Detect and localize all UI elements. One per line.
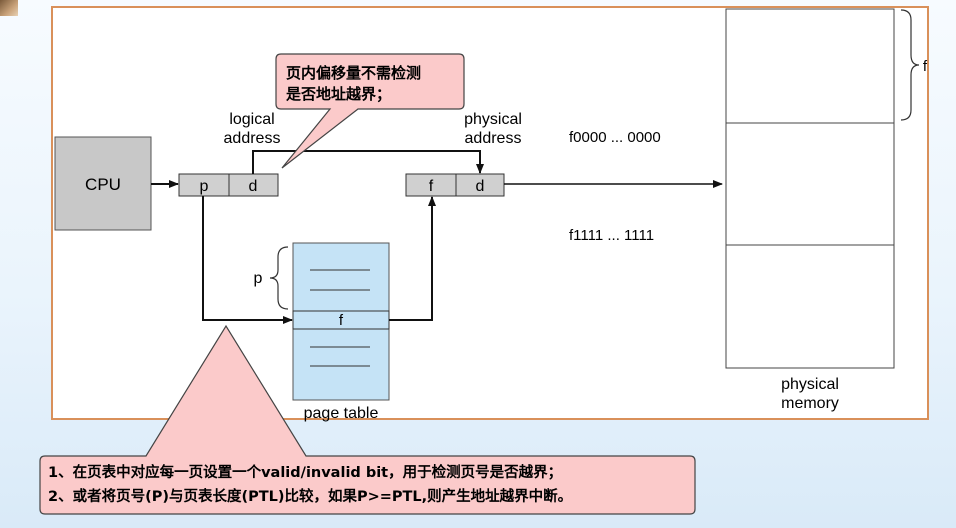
offset-path-arrow — [252, 150, 484, 174]
logical-address-label-line1: logical — [229, 111, 274, 128]
memory-address-start: f0000 ... 0000 — [569, 129, 661, 146]
callout-top-bubble — [275, 53, 465, 169]
frame-path-arrow — [389, 196, 436, 321]
physical-address-label-line2: address — [465, 130, 522, 147]
page-brace-icon — [269, 246, 289, 310]
page-table-frame-entry: f — [339, 312, 344, 329]
memory-address-end: f1111 ... 1111 — [569, 227, 654, 244]
cpu-box — [54, 136, 152, 231]
page-number-path-arrow — [202, 196, 293, 324]
logical-d-label: d — [249, 178, 258, 195]
physical-memory-box — [725, 8, 895, 369]
physical-d-cell — [455, 173, 505, 197]
logical-address-label-line2: address — [224, 130, 281, 147]
cpu-label: CPU — [85, 175, 121, 194]
logical-p-label: p — [200, 178, 209, 195]
frame-brace-icon — [900, 9, 920, 121]
callout-bottom-line1: 1、在页表中对应每一页设置一个valid/invalid bit，用于检测页号是… — [48, 463, 562, 481]
physical-memory-label-line1: physical — [781, 376, 839, 393]
callout-bottom-bubble — [39, 324, 696, 515]
callout-top-line2: 是否地址越界； — [285, 85, 391, 103]
physical-memory-label-line2: memory — [781, 395, 839, 412]
page-brace-label: p — [254, 270, 263, 287]
frame-brace-label: f — [923, 58, 928, 75]
physical-f-label: f — [429, 178, 434, 195]
physical-d-label: d — [476, 178, 485, 195]
page-table-label: page table — [304, 405, 379, 422]
callout-bottom-line2: 2、或者将页号(P)与页表长度(PTL)比较，如果P>=PTL,则产生地址越界中… — [48, 487, 572, 505]
callout-top-line1: 页内偏移量不需检测 — [286, 64, 421, 82]
physical-address-label-line1: physical — [464, 111, 522, 128]
corner-photo — [0, 0, 18, 16]
